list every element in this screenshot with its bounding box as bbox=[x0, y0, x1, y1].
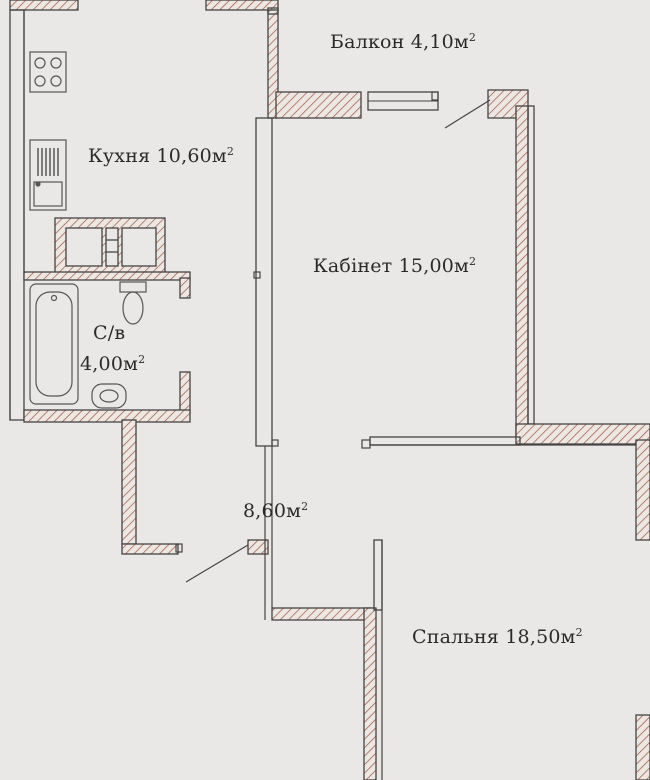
kitchen-area: 10,60 bbox=[156, 145, 212, 167]
toilet-icon bbox=[119, 281, 147, 325]
hallway-unit-power: 2 bbox=[301, 500, 309, 513]
bathroom-name-label: С/в bbox=[93, 322, 125, 344]
wall-hall-left bbox=[121, 419, 137, 545]
balcony-unit-power: 2 bbox=[468, 31, 477, 44]
sink-icon bbox=[29, 139, 67, 211]
wall-study-right-inner bbox=[527, 105, 535, 425]
wall-kitchen-study bbox=[255, 117, 273, 447]
study-unit-power: 2 bbox=[469, 255, 477, 268]
wall-entrance bbox=[247, 539, 269, 555]
balcony-name: Балкон bbox=[330, 31, 405, 53]
balcony-unit: м bbox=[453, 31, 469, 53]
wall-left bbox=[9, 9, 25, 421]
wall-top-left bbox=[9, 0, 79, 11]
wall-bedroom-left-top bbox=[373, 539, 383, 611]
wall-study-right-lower bbox=[267, 9, 279, 15]
wall-hall-bottom bbox=[121, 543, 179, 555]
bathtub-icon bbox=[29, 283, 79, 405]
bathroom-area-label: 4,00м2 bbox=[80, 353, 145, 375]
bedroom-label: Спальня 18,50м2 bbox=[412, 626, 583, 648]
hallway-label: 8,60м2 bbox=[243, 500, 308, 522]
kitchen-name: Кухня bbox=[88, 145, 151, 167]
study-label: Кабінет 15,00м2 bbox=[313, 255, 476, 277]
hallway-area: 8,60 bbox=[243, 500, 287, 522]
bathroom-area: 4,00 bbox=[80, 353, 124, 375]
bathroom-unit-power: 2 bbox=[138, 353, 146, 366]
wall-study-right bbox=[515, 105, 529, 437]
wall-bedroom-top bbox=[515, 423, 650, 445]
wall-hall-bedroom bbox=[271, 607, 373, 621]
balcony-area: 4,10 bbox=[410, 31, 454, 53]
kitchen-unit-power: 2 bbox=[226, 145, 235, 158]
kitchen-unit: м bbox=[211, 145, 227, 167]
study-name: Кабінет bbox=[313, 255, 393, 277]
bathroom-unit: м bbox=[123, 353, 139, 375]
wall-bath-right bbox=[179, 277, 191, 299]
bathroom-name: С/в bbox=[93, 322, 126, 344]
bedroom-name: Спальня bbox=[412, 626, 499, 648]
study-area: 15,00 bbox=[398, 255, 455, 277]
wall-bedroom-left bbox=[363, 607, 377, 780]
wall-bedroom-right-2 bbox=[635, 714, 650, 780]
wall-bath-top bbox=[23, 271, 191, 281]
wall-bedroom-right bbox=[635, 439, 650, 541]
wall-bath-right-2 bbox=[179, 371, 191, 413]
bedroom-area: 18,50 bbox=[505, 626, 561, 648]
washbasin-icon bbox=[91, 383, 127, 409]
wall-top-mid bbox=[205, 0, 279, 11]
stove-icon bbox=[29, 51, 67, 93]
wall-balcony-bottom bbox=[275, 91, 362, 119]
hallway-unit: м bbox=[286, 500, 302, 522]
entrance-door-swing bbox=[185, 544, 249, 583]
bedroom-unit: м bbox=[560, 626, 576, 648]
wall-study-hall bbox=[369, 436, 521, 446]
study-unit: м bbox=[454, 255, 470, 277]
wall-bath-bottom bbox=[23, 409, 191, 423]
bedroom-unit-power: 2 bbox=[575, 626, 583, 639]
wall-kitchen-balcony bbox=[267, 7, 279, 119]
balcony-label: Балкон 4,10м2 bbox=[330, 31, 476, 53]
kitchen-label: Кухня 10,60м2 bbox=[88, 145, 234, 167]
balcony-door-swing bbox=[444, 99, 491, 129]
